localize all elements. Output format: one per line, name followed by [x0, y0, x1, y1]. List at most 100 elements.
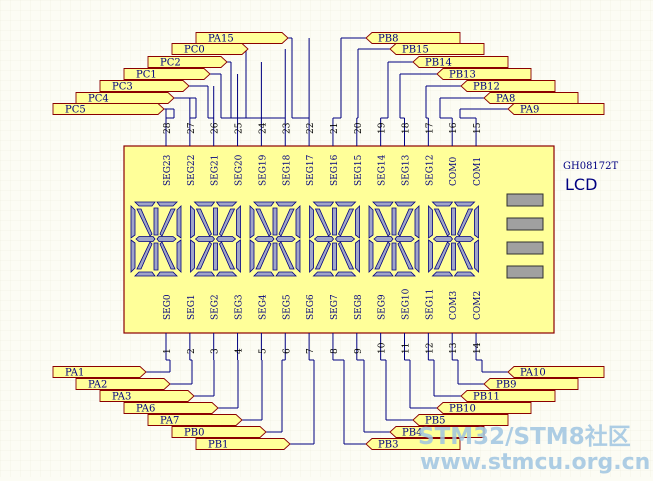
segment-label-bottom: SEG1 [187, 294, 197, 320]
segment-diag-ur [338, 208, 355, 237]
segment-diag-ur [397, 208, 414, 237]
net-label-text: PC2 [160, 58, 181, 69]
segment-label-top: SEG19 [258, 154, 268, 186]
segment-mid-right [394, 236, 415, 242]
segment-diag-ur [219, 208, 236, 237]
pin-number-bottom: 13 [449, 342, 459, 354]
segment-center-lower [332, 242, 337, 271]
net-label-text: PB1 [208, 440, 228, 451]
digits-layer [130, 201, 479, 277]
labels-layer: 28SEG23PC527SEG22PC426SEG21PC325SEG20PC1… [52, 32, 605, 451]
net-label-text: PC4 [88, 94, 109, 105]
net-label-text: PB14 [425, 58, 452, 69]
segment-top-right [394, 201, 416, 207]
segment-top-left [312, 201, 335, 207]
net-label-bot-2 [75, 378, 171, 390]
net-label-text: PB9 [496, 380, 516, 391]
segment-right-upper [176, 205, 182, 239]
segment-center-upper [391, 207, 397, 236]
net-label-text: PA2 [88, 380, 107, 391]
segment-label-bottom: COM2 [473, 291, 483, 320]
segment-label-bottom: COM3 [449, 291, 459, 320]
segment-diag-ur [457, 208, 474, 237]
pin-number-bottom: 3 [211, 348, 221, 354]
net-label-top-24 [147, 56, 228, 68]
pin-number-top: 19 [378, 122, 388, 134]
segment-diag-ll [195, 241, 212, 270]
segment-mid-left [254, 236, 275, 242]
segment-bottom-left [253, 271, 275, 277]
net-label-text: PA9 [520, 105, 539, 116]
part-number-label: GH08172T [563, 161, 619, 172]
net-label-text: PB4 [402, 428, 422, 439]
segment-mid-left [194, 236, 216, 242]
net-label-top-18 [436, 68, 532, 80]
net-label-top-17 [460, 80, 556, 92]
segment-diag-ll [255, 241, 272, 270]
segment-left-upper [130, 205, 136, 239]
net-label-text: PB10 [449, 404, 476, 415]
indicator-bar-4 [506, 265, 544, 279]
segment-diag-ll [314, 241, 331, 270]
segment-left-upper [190, 205, 195, 239]
segment-center-upper [272, 207, 278, 236]
segment-left-upper [428, 205, 433, 239]
segment-diag-ll [374, 241, 391, 270]
segment-diag-lr [278, 241, 295, 270]
net-label-bot-14 [507, 366, 605, 378]
net-label-text: PC3 [112, 82, 133, 93]
segment-right-lower [295, 239, 301, 273]
segment-mid-left [432, 236, 454, 242]
segment-right-upper [236, 205, 241, 239]
segment-top-left [372, 201, 394, 207]
net-label-bot-12 [460, 390, 556, 402]
segment-diag-ll [136, 241, 153, 270]
pin-number-top: 23 [282, 122, 292, 134]
segment-label-top: SEG21 [211, 155, 221, 186]
segment-label-top: SEG12 [425, 155, 435, 186]
segment-label-top: SEG13 [402, 154, 412, 186]
net-label-bot-5 [147, 414, 243, 426]
segment-center-lower [272, 242, 278, 271]
pin-number-top: 15 [473, 122, 483, 134]
indicator-bar-1 [506, 193, 544, 207]
net-label-text: PB15 [402, 45, 429, 56]
segment-bottom-left [193, 271, 216, 277]
segment-label-top: SEG23 [163, 154, 173, 186]
segment-top-right [453, 201, 476, 207]
net-label-text: PA15 [208, 34, 234, 45]
segment-label-bottom: SEG10 [402, 288, 412, 320]
net-label-bot-13 [483, 378, 579, 390]
segment-diag-ul [314, 208, 331, 237]
segment-label-top: SEG16 [330, 154, 340, 186]
segment-center-upper [332, 207, 337, 236]
net-label-text: PA3 [112, 392, 131, 403]
pin-number-bottom: 1 [163, 348, 173, 354]
segment-center-lower [153, 242, 159, 271]
segment-mid-left [313, 236, 335, 242]
segment-left-lower [190, 239, 195, 273]
net-label-text: PA7 [160, 416, 179, 427]
digit-1 [130, 201, 182, 277]
indicator-bar-2 [506, 217, 544, 231]
pin-number-bottom: 2 [187, 348, 197, 354]
net-label-text: PB0 [184, 428, 204, 439]
net-label-bot-8 [365, 438, 461, 450]
net-label-top-27 [75, 92, 175, 104]
net-label-text: PB11 [473, 392, 500, 403]
segment-bottom-right [394, 271, 416, 277]
segment-center-lower [451, 242, 456, 271]
segment-top-left [193, 201, 216, 207]
segment-top-left [134, 201, 156, 207]
pin-number-top: 21 [330, 123, 340, 134]
segment-top-right [156, 201, 178, 207]
pin-number-bottom: 4 [235, 348, 245, 354]
segment-mid-left [135, 236, 156, 242]
net-label-text: PB5 [425, 416, 445, 427]
watermark-line1: STM32/STM8社区 [418, 423, 631, 450]
segment-label-top: COM0 [449, 157, 459, 186]
segment-label-bottom: SEG8 [354, 294, 364, 320]
component-type-label: LCD [565, 175, 597, 194]
pin-number-bottom: 14 [473, 342, 483, 354]
